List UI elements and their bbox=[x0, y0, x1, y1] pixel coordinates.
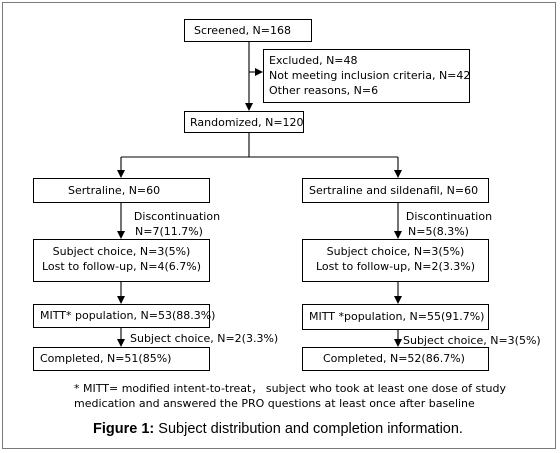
right-completed-box: Completed, N=52(86.7%) bbox=[302, 347, 489, 371]
screened-text: Screened, N=168 bbox=[194, 24, 292, 37]
left-reason-lost-follow-up: Lost to follow-up, N=4(6.7%) bbox=[41, 260, 202, 273]
right-arm-box: Sertraline and sildenafil, N=60 bbox=[302, 178, 489, 203]
right-reason-lost-follow-up: Lost to follow-up, N=2(3.3%) bbox=[315, 260, 476, 273]
right-discontinuation-label: Discontinuation bbox=[405, 210, 493, 223]
caption-label: Figure 1: bbox=[93, 421, 155, 437]
figure-frame bbox=[2, 2, 556, 449]
caption-text: Subject distribution and completion info… bbox=[154, 421, 463, 437]
left-completed-text: Completed, N=51(85%) bbox=[40, 352, 172, 365]
right-discontinuation: Discontinuation N=5(8.3%) bbox=[400, 209, 498, 239]
screened-box: Screened, N=168 bbox=[184, 19, 312, 42]
left-mitt-text: MITT* population, N=53(88.3%) bbox=[40, 309, 216, 322]
right-discontinuation-value: N=5(8.3%) bbox=[408, 225, 469, 238]
right-later-dropout: Subject choice, N=3(5%) bbox=[403, 334, 541, 347]
excluded-inclusion-criteria: Not meeting inclusion criteria, N=42 bbox=[269, 69, 471, 82]
left-discontinuation-value: N=7(11.7%) bbox=[135, 225, 203, 238]
footnote: * MITT= modified intent-to-treat， subjec… bbox=[74, 381, 506, 411]
randomized-text: Randomized, N=120 bbox=[190, 116, 304, 129]
right-reasons-box: Subject choice, N=3(5%) Lost to follow-u… bbox=[302, 239, 489, 282]
left-reason-subject-choice: Subject choice, N=3(5%) bbox=[52, 245, 191, 258]
left-discontinuation: Discontinuation N=7(11.7%) bbox=[127, 209, 227, 239]
left-arm-box: Sertraline, N=60 bbox=[33, 178, 210, 203]
randomized-box: Randomized, N=120 bbox=[184, 111, 304, 133]
right-mitt-text: MITT *population, N=55(91.7%) bbox=[309, 310, 485, 323]
right-mitt-box: MITT *population, N=55(91.7%) bbox=[302, 304, 489, 330]
right-arm-label: Sertraline and sildenafil, N=60 bbox=[309, 184, 479, 197]
footnote-line-2: medication and answered the PRO question… bbox=[74, 397, 475, 410]
excluded-box: Excluded, N=48 Not meeting inclusion cri… bbox=[263, 49, 470, 103]
left-later-dropout: Subject choice, N=2(3.3%) bbox=[130, 332, 279, 345]
left-reasons-box: Subject choice, N=3(5%) Lost to follow-u… bbox=[33, 239, 210, 282]
left-arm-label: Sertraline, N=60 bbox=[68, 184, 161, 197]
left-completed-box: Completed, N=51(85%) bbox=[33, 347, 210, 371]
figure-caption: Figure 1: Subject distribution and compl… bbox=[0, 421, 556, 437]
footnote-line-1: * MITT= modified intent-to-treat， subjec… bbox=[74, 382, 506, 395]
excluded-total: Excluded, N=48 bbox=[269, 54, 358, 67]
right-reason-subject-choice: Subject choice, N=3(5%) bbox=[326, 245, 465, 258]
left-mitt-box: MITT* population, N=53(88.3%) bbox=[33, 304, 216, 328]
right-completed-text: Completed, N=52(86.7%) bbox=[323, 352, 465, 365]
left-discontinuation-label: Discontinuation bbox=[133, 210, 221, 223]
excluded-other-reasons: Other reasons, N=6 bbox=[269, 84, 379, 97]
